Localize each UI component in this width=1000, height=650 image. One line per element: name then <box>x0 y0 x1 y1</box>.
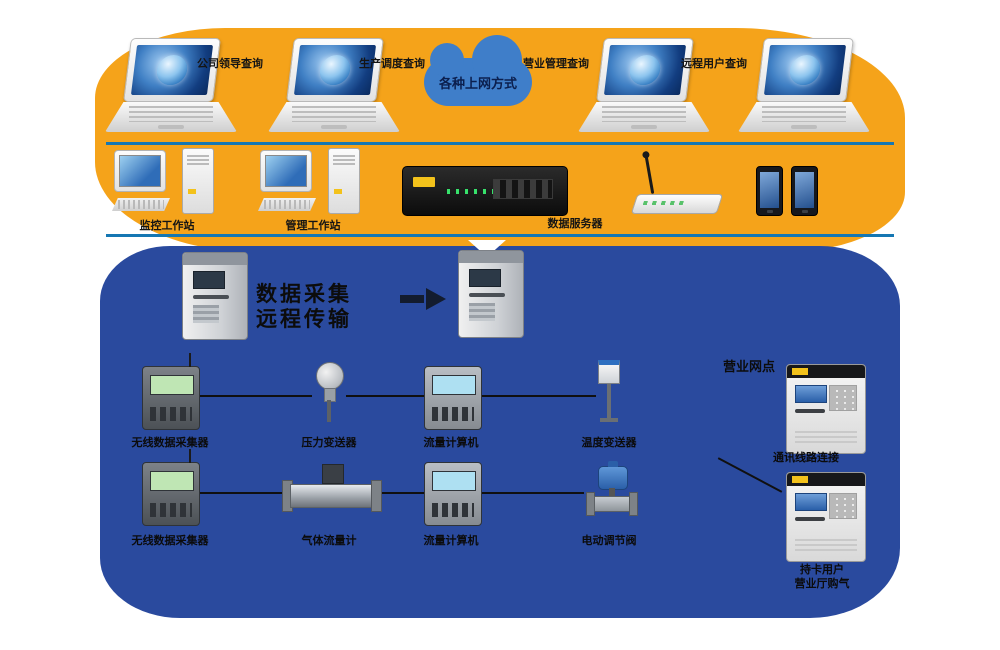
card-slot <box>193 295 229 299</box>
globe-icon <box>155 55 189 85</box>
management-kiosk <box>182 252 248 340</box>
ic-card-machine-2 <box>786 472 866 562</box>
card-slot <box>469 293 505 297</box>
buttons <box>432 503 474 517</box>
kiosk-screen <box>469 269 501 287</box>
server-leds <box>447 189 507 194</box>
laptop-3 <box>578 38 710 132</box>
card-slot <box>795 517 825 521</box>
data-server <box>402 166 568 216</box>
comm-line-note: 通讯线路连接 <box>773 452 839 464</box>
row2-label-3: 流量计算机 <box>423 535 479 547</box>
mobile-phones <box>756 166 818 216</box>
phone-2 <box>791 166 818 216</box>
wire <box>198 395 312 397</box>
motorized-valve <box>584 460 640 520</box>
monitor <box>260 150 312 192</box>
laptop-1-label: 公司领导查询 <box>197 58 263 70</box>
wire <box>346 395 424 397</box>
keyboard <box>112 198 170 211</box>
vending-kiosk <box>458 250 524 338</box>
transfer-text: 数据采集 远程传输 <box>256 283 352 332</box>
lcd-display <box>432 375 476 395</box>
kiosk-panel <box>193 305 219 323</box>
row1-label-3: 流量计算机 <box>423 437 479 449</box>
keypad <box>829 385 857 411</box>
row2-label-1: 无线数据采集器 <box>131 535 209 547</box>
data-collector-2 <box>142 449 200 526</box>
laptop-2-label: 生产调度查询 <box>359 58 425 70</box>
kiosk-panel <box>469 303 495 321</box>
row2-label-4: 电动调节阀 <box>581 535 637 547</box>
laptop-3-label: 营业管理查询 <box>523 58 589 70</box>
keypad <box>829 493 857 519</box>
keyboard <box>258 198 316 211</box>
sales-note: 持卡用户 营业厅购气 <box>794 564 850 590</box>
wire <box>198 492 282 494</box>
row2-label-2: 气体流量计 <box>301 535 357 547</box>
temperature-transmitter <box>596 360 626 426</box>
workstation-1 <box>112 148 220 218</box>
network-bus-line-top <box>106 142 894 145</box>
monitor <box>114 150 166 192</box>
router-body <box>630 194 724 214</box>
workstation-1-label: 监控工作站 <box>139 220 195 232</box>
row1-label-4: 温度变送器 <box>581 437 637 449</box>
wire <box>480 492 584 494</box>
data-server-label: 数据服务器 <box>547 218 603 230</box>
network-bus-line-bottom <box>106 234 894 237</box>
laptop-keyboard <box>268 102 400 132</box>
pc-tower <box>182 148 214 214</box>
antenna <box>189 353 191 367</box>
row1-label-2: 压力变送器 <box>301 437 357 449</box>
laptop-1 <box>105 38 237 132</box>
wire <box>480 395 596 397</box>
laptop-keyboard <box>578 102 710 132</box>
card-slot <box>795 409 825 413</box>
machine-screen <box>795 385 827 403</box>
phone-1 <box>756 166 783 216</box>
brand-badge <box>792 476 808 483</box>
globe-icon <box>318 55 352 85</box>
laptop-keyboard <box>738 102 870 132</box>
flow-computer-2 <box>424 462 482 526</box>
laptop-keyboard <box>105 102 237 132</box>
globe-icon <box>788 55 822 85</box>
lcd-display <box>432 471 476 491</box>
laptop-4 <box>738 38 870 132</box>
row1-label-1: 无线数据采集器 <box>131 437 209 449</box>
wireless-router <box>630 156 724 218</box>
valve-actuator <box>598 461 628 490</box>
lcd-display <box>150 471 194 491</box>
ic-card-machine-1 <box>786 364 866 454</box>
pressure-transmitter <box>312 362 346 426</box>
workstation-2-label: 管理工作站 <box>285 220 341 232</box>
pc-tower <box>328 148 360 214</box>
internet-cloud-label: 各种上网方式 <box>438 75 517 91</box>
buttons <box>432 407 474 421</box>
laptop-4-label: 远程用户查询 <box>681 58 747 70</box>
gas-flow-meter <box>282 462 382 518</box>
machine-screen <box>795 493 827 511</box>
data-collector-1 <box>142 353 200 430</box>
laptop-screen <box>756 38 854 102</box>
laptop-2 <box>268 38 400 132</box>
buttons <box>150 407 192 421</box>
buttons <box>150 503 192 517</box>
lcd-display <box>150 375 194 395</box>
internet-cloud: 各种上网方式 <box>424 35 532 106</box>
arrow-right-icon <box>400 288 446 310</box>
globe-icon <box>628 55 662 85</box>
workstation-2 <box>258 148 366 218</box>
kiosk-screen <box>193 271 225 289</box>
wire <box>382 492 424 494</box>
flow-computer-1 <box>424 366 482 430</box>
brand-badge <box>792 368 808 375</box>
antenna <box>644 156 655 194</box>
antenna <box>189 449 191 463</box>
sales-point-title: 营业网点 <box>722 359 775 374</box>
